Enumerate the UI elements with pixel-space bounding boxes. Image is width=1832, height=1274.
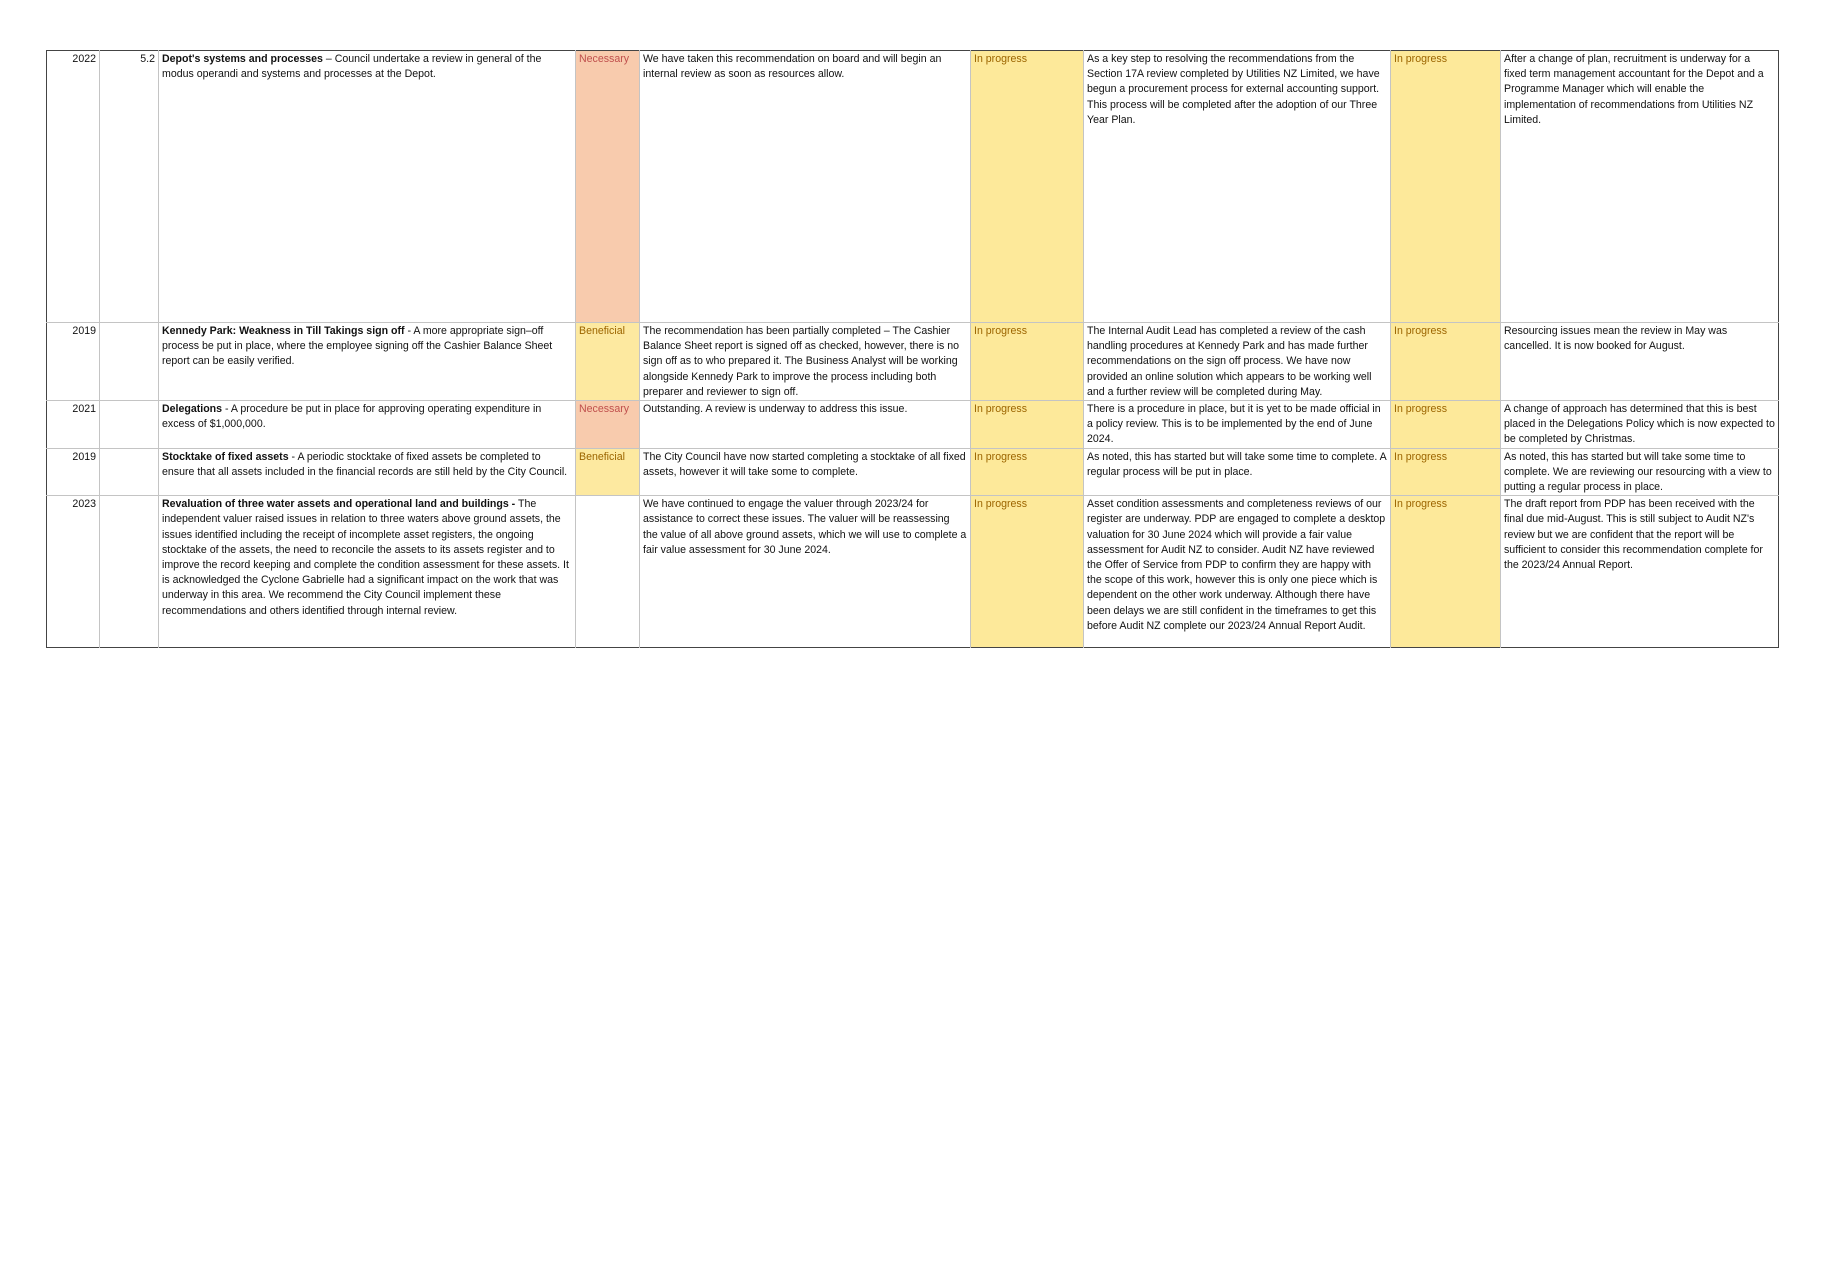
recommendation-text: A periodic stocktake of fixed assets be … (162, 450, 568, 478)
table-row: 2022 5.2 Depot's systems and processes –… (47, 50, 1779, 323)
update-cell: As a key step to resolving the recommend… (1083, 50, 1391, 323)
recommendation-cell: Revaluation of three water assets and op… (158, 495, 576, 648)
response-cell: The City Council have now started comple… (639, 447, 971, 496)
table-row: 2019 Stocktake of fixed assets - A perio… (46, 447, 1779, 496)
recommendation-title: Depot's systems and processes (162, 53, 323, 65)
year-cell: 2022 (72, 53, 96, 65)
status-cell: In progress (970, 447, 1084, 496)
rating-cell: Beneficial (575, 447, 640, 496)
recommendations-table: 2022 5.2 Depot's systems and processes –… (46, 50, 1779, 649)
update-cell: After a change of plan, recruitment is u… (1500, 50, 1779, 323)
update-cell: As noted, this has started but will take… (1500, 447, 1779, 496)
table-row: 2021 Delegations - A procedure be put in… (46, 400, 1779, 449)
recommendation-cell: Delegations - A procedure be put in plac… (158, 400, 576, 449)
status-cell: In progress (970, 321, 1084, 401)
rating-cell: Beneficial (575, 321, 640, 401)
rating-cell: Necessary (575, 400, 640, 449)
year-cell: 2019 (46, 321, 100, 401)
title-separator: – (322, 53, 335, 65)
recommendation-cell: Stocktake of fixed assets - A periodic s… (158, 447, 576, 496)
table-row: 2019 Kennedy Park: Weakness in Till Taki… (46, 321, 1779, 401)
title-separator: - (222, 403, 231, 416)
year-cell: 2019 (46, 447, 100, 496)
reference-cell: 5.2 (99, 50, 159, 323)
rating-cell: Necessary (575, 50, 640, 323)
response-cell: The recommendation has been partially co… (639, 321, 971, 401)
status-cell: In progress (1390, 447, 1501, 496)
update-cell: The draft report from PDP has been recei… (1500, 495, 1779, 648)
table-row: 2023 Revaluation of three water assets a… (46, 495, 1779, 648)
reference-cell (99, 321, 159, 401)
update-cell: The Internal Audit Lead has completed a … (1083, 321, 1391, 401)
recommendation-title: Kennedy Park: Weakness in Till Takings s… (162, 325, 405, 337)
update-cell: A change of approach has determined that… (1500, 400, 1779, 449)
recommendation-title: Revaluation of three water assets and op… (162, 498, 516, 511)
update-cell: Asset condition assessments and complete… (1083, 495, 1391, 648)
recommendation-title: Stocktake of fixed assets (162, 450, 289, 463)
recommendation-title: Delegations (162, 403, 223, 416)
reference-cell (99, 495, 159, 648)
status-cell: In progress (1390, 321, 1501, 401)
status-cell: In progress (970, 400, 1084, 449)
update-cell: Resourcing issues mean the review in May… (1500, 321, 1779, 401)
status-cell: In progress (1390, 50, 1501, 323)
year-cell: 2021 (46, 400, 100, 449)
recommendation-cell: Depot's systems and processes – Council … (158, 50, 576, 323)
rating-cell (575, 495, 640, 648)
title-separator: - (404, 325, 414, 337)
recommendation-text: A more appropriate sign–off process be p… (162, 325, 553, 368)
title-separator: - (288, 450, 298, 463)
year-cell: 2023 (46, 495, 100, 648)
recommendation-text: A procedure be put in place for approvin… (162, 403, 542, 431)
status-cell: In progress (970, 50, 1084, 323)
recommendation-text: The independent valuer raised issues in … (162, 498, 569, 617)
reference-cell (99, 400, 159, 449)
recommendation-text: Council undertake a review in general of… (162, 53, 542, 81)
response-cell: We have continued to engage the valuer t… (639, 495, 971, 648)
response-cell: Outstanding. A review is underway to add… (639, 400, 971, 449)
update-cell: There is a procedure in place, but it is… (1083, 400, 1391, 449)
recommendation-cell: Kennedy Park: Weakness in Till Takings s… (158, 321, 576, 401)
status-cell: In progress (970, 495, 1084, 648)
reference-cell (99, 447, 159, 496)
status-cell: In progress (1390, 495, 1501, 648)
update-cell: As noted, this has started but will take… (1083, 447, 1391, 496)
status-cell: In progress (1390, 400, 1501, 449)
response-cell: We have taken this recommendation on boa… (639, 50, 971, 323)
